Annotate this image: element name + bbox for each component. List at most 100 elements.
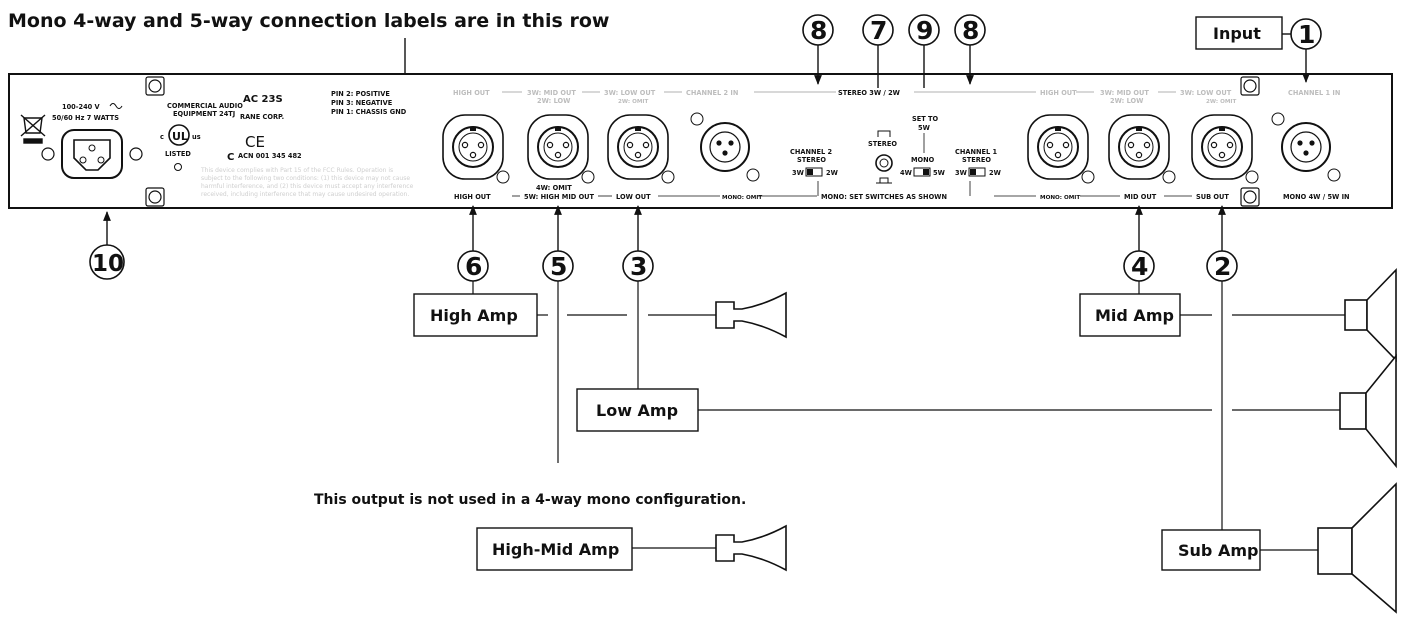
xlr-high-mid-out-ch2[interactable] (527, 114, 595, 184)
horn-speaker-icon (715, 291, 787, 339)
low-speaker-icon (1339, 353, 1397, 469)
fcc-notice-line2: subject to the following two conditions:… (201, 175, 410, 182)
callout-5: 5 (550, 252, 567, 281)
ul-us-mark: us (192, 133, 201, 141)
pin2-legend: PIN 2: POSITIVE (331, 90, 390, 98)
xlr-channel-1-in[interactable] (1271, 112, 1341, 182)
mono-4w-5w-switch[interactable] (913, 167, 931, 177)
callout-2: 2 (1214, 252, 1231, 281)
high-mid-amp-box (476, 527, 633, 571)
xlr-low-out-ch2[interactable] (607, 114, 675, 184)
callout-markers (89, 14, 1322, 282)
set-to-label: SET TO (912, 115, 939, 123)
xlr-sub-out-ch1[interactable] (1191, 114, 1259, 184)
mono-label: MONO (911, 156, 935, 164)
switch-area: CHANNEL 2 STEREO 3W 2W STEREO SET TO 5W … (790, 115, 1002, 184)
mid-speaker-icon (1344, 268, 1397, 362)
mid-amp-label: Mid Amp (1095, 306, 1174, 325)
label-high-out-ch2: HIGH OUT (453, 89, 490, 97)
xlr-channel-2-in[interactable] (690, 112, 760, 182)
label-high-out-bottom: HIGH OUT (454, 193, 491, 201)
iec-pin-neutral (97, 156, 105, 164)
label-2w-omit-ch1: 2W: OMIT (1206, 99, 1236, 105)
label-mono-set-switches: MONO: SET SWITCHES AS SHOWN (821, 193, 947, 201)
indicator-hole (174, 163, 182, 171)
label-stereo-3w-2w: STEREO 3W / 2W (838, 89, 901, 97)
label-2w-low-ch2: 2W: LOW (537, 97, 571, 105)
ch1-stereo-switch[interactable] (968, 167, 986, 177)
label-3w-low-out-ch2: 3W: LOW OUT (604, 89, 656, 97)
stereo-button[interactable] (875, 154, 893, 172)
xlr-high-out-ch1[interactable] (1027, 114, 1095, 184)
label-mono-omit-right: MONO: OMIT (1040, 195, 1080, 201)
ul-logo-icon (168, 124, 190, 146)
mono-switch-4w-label: 4W (900, 169, 913, 177)
stereo-button-down-icon (876, 177, 892, 184)
label-channel-1-in: CHANNEL 1 IN (1288, 89, 1340, 97)
ul-listed-label: LISTED (165, 150, 191, 158)
xlr-mid-out-ch1[interactable] (1108, 114, 1176, 184)
low-amp-label: Low Amp (596, 401, 678, 420)
ch2-switch-3w-label: 3W (792, 169, 805, 177)
sub-amp-label: Sub Amp (1178, 541, 1258, 560)
label-2w-omit-ch2: 2W: OMIT (618, 99, 648, 105)
label-3w-mid-out-ch2: 3W: MID OUT (527, 89, 576, 97)
note-4way-unused: This output is not used in a 4-way mono … (314, 492, 746, 508)
fcc-notice-line3: harmful interference, and (2) this devic… (201, 183, 414, 190)
mid-amp-box (1079, 293, 1181, 337)
iec-pin-ground (88, 144, 96, 152)
fcc-notice-line1: This device complies with Part 15 of the… (200, 167, 393, 174)
xlr-connectors (442, 112, 1341, 184)
stereo-button-up-icon (877, 130, 891, 137)
power-section: 100-240 V 50/60 Hz 7 WATTS (20, 103, 143, 179)
pin1-legend: PIN 1: CHASSIS GND (331, 108, 407, 116)
iec-inlet-socket (73, 139, 111, 171)
callout-6: 6 (465, 252, 482, 281)
ch1-switch-2w-label: 2W (989, 169, 1002, 177)
input-box (1195, 16, 1283, 50)
ch1-stereo-title: CHANNEL 1 (955, 148, 997, 156)
high-mid-amp-label: High-Mid Amp (492, 540, 619, 559)
high-amp-box (413, 293, 538, 337)
label-channel-2-in: CHANNEL 2 IN (686, 89, 738, 97)
power-spec-watts: 50/60 Hz 7 WATTS (52, 114, 119, 122)
power-screw-right (129, 147, 143, 161)
maker-label: RANE CORP. (240, 113, 284, 121)
certification-block: COMMERCIAL AUDIO EQUIPMENT 24TJ UL c us … (160, 90, 414, 198)
label-4w-omit: 4W: OMIT (536, 184, 572, 192)
input-label: Input (1213, 24, 1261, 43)
label-5w-high-mid-out: 5W: HIGH MID OUT (524, 193, 595, 201)
label-mono-omit-left: MONO: OMIT (722, 195, 762, 201)
ch2-stereo-switch[interactable] (805, 167, 823, 177)
ce-mark: CE (245, 133, 265, 151)
xlr-high-out-ch2[interactable] (442, 114, 510, 184)
label-high-out-ch1: HIGH OUT (1040, 89, 1077, 97)
ac-tilde-icon (109, 103, 123, 109)
mono-switch-5w-label: 5W (933, 169, 946, 177)
mono-switch-knob (923, 169, 929, 175)
callout-4: 4 (1131, 252, 1148, 281)
iec-power-inlet[interactable] (61, 129, 123, 179)
callout-arrows (103, 45, 1310, 251)
ch2-switch-knob (807, 169, 813, 175)
ch2-switch-2w-label: 2W (826, 169, 839, 177)
callout-9: 9 (916, 16, 933, 45)
ul-logo-text: UL (172, 130, 188, 143)
acn-number: ACN 001 345 482 (238, 152, 302, 160)
callout-8-left: 8 (810, 16, 827, 45)
ch1-switch-3w-label: 3W (955, 169, 968, 177)
iec-pin-line (79, 156, 87, 164)
fcc-notice-line4: received, including interference that ma… (201, 191, 409, 198)
high-mid-horn-speaker-icon (715, 524, 787, 572)
heading-mono-labels-row: Mono 4-way and 5-way connection labels a… (8, 10, 609, 32)
power-spec-voltage: 100-240 V (62, 103, 101, 111)
callout-3: 3 (630, 252, 647, 281)
sub-amp-box (1161, 529, 1261, 571)
signal-wires (472, 281, 1345, 551)
ctick-mark-icon: C (227, 152, 234, 163)
cert-equipment: EQUIPMENT 24TJ (173, 110, 235, 118)
ch2-stereo-title: CHANNEL 2 (790, 148, 832, 156)
weee-bin-icon (20, 114, 46, 144)
model-label: AC 23S (243, 94, 283, 105)
